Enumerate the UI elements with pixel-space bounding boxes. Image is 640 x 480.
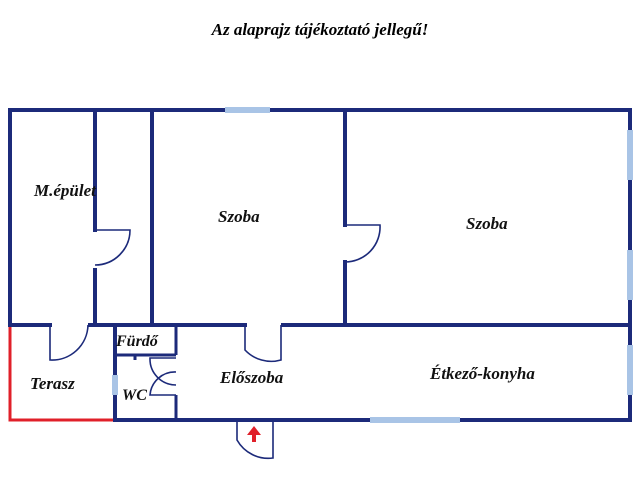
room-label-eloszoba: Előszoba [219,368,284,387]
room-label-melleképület: M.épület [33,181,97,200]
room-label-etkezo-konyha: Étkező-konyha [429,364,535,383]
room-label-terasz: Terasz [30,374,75,393]
interior-walls [8,108,632,420]
doors [49,224,381,460]
room-label-furdo: Fürdő [115,333,159,350]
room-label-szoba-2: Szoba [466,214,508,233]
terrace-outline [8,325,115,422]
plan-disclaimer-title: Az alaprajz tájékoztató jellegű! [211,20,429,39]
room-label-wc: WC [122,387,147,404]
room-label-szoba-1: Szoba [218,207,260,226]
windows [112,107,633,423]
outer-walls [8,108,632,422]
entrance-arrow-icon [247,426,261,442]
